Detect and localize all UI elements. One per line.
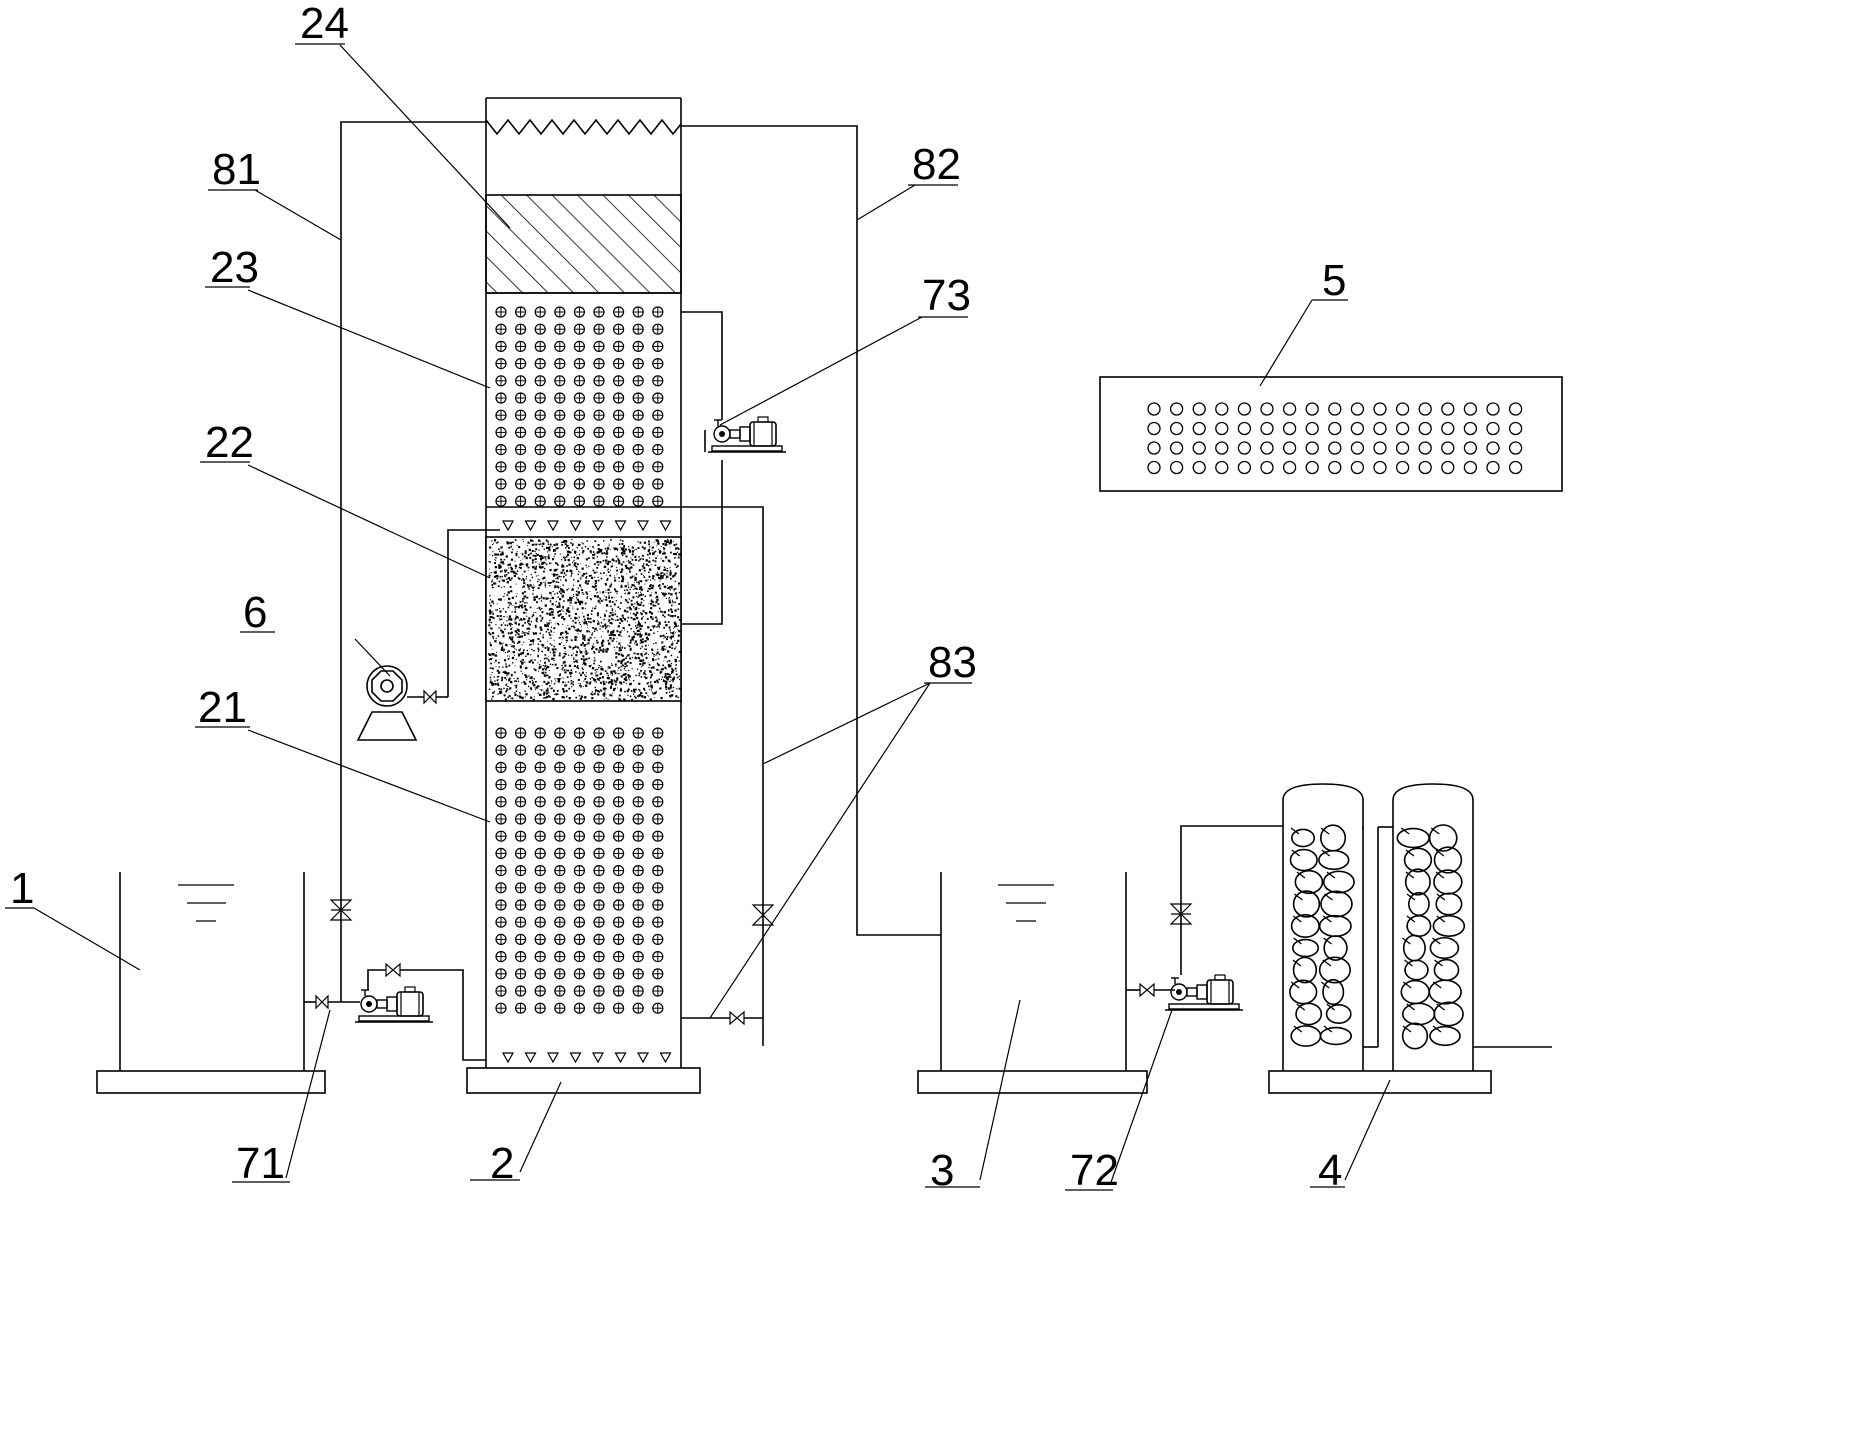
label-21: 21 bbox=[198, 683, 247, 732]
layer-23-media bbox=[495, 306, 664, 507]
pipe-83 bbox=[681, 506, 775, 1046]
label-82: 82 bbox=[912, 140, 961, 189]
label-72: 72 bbox=[1070, 1146, 1119, 1195]
reference-labels: 1 2 3 4 5 6 21 22 23 24 71 72 73 81 82 8… bbox=[10, 0, 1348, 1195]
process-flow-diagram: 1 2 3 4 5 6 21 22 23 24 71 72 73 81 82 8… bbox=[5, 0, 1563, 1195]
label-22: 22 bbox=[205, 418, 254, 467]
reactor-column-2 bbox=[466, 97, 701, 1094]
label-71: 71 bbox=[236, 1139, 285, 1188]
filter-columns-4 bbox=[1268, 783, 1552, 1094]
label-2: 2 bbox=[490, 1139, 514, 1188]
pipe-82 bbox=[681, 125, 941, 936]
tank-3 bbox=[917, 872, 1148, 1094]
panel-5 bbox=[1099, 376, 1563, 492]
label-24: 24 bbox=[300, 0, 349, 48]
label-5: 5 bbox=[1322, 256, 1346, 305]
layer-21-media bbox=[495, 727, 664, 1014]
label-83: 83 bbox=[928, 638, 977, 687]
label-1: 1 bbox=[10, 864, 34, 913]
label-73: 73 bbox=[922, 271, 971, 320]
leader-lines bbox=[5, 44, 1391, 1186]
aerator-upper bbox=[501, 520, 672, 532]
label-23: 23 bbox=[210, 243, 259, 292]
tank-1 bbox=[96, 872, 326, 1094]
label-6: 6 bbox=[243, 588, 267, 637]
pipe-73-loop bbox=[681, 311, 723, 625]
pump-73 bbox=[704, 416, 787, 453]
aerator-bottom bbox=[501, 1052, 672, 1064]
blower-6 bbox=[356, 529, 500, 741]
layer-24-packing bbox=[485, 194, 682, 294]
pipe-81 bbox=[329, 121, 486, 1002]
label-3: 3 bbox=[930, 1146, 954, 1195]
label-81: 81 bbox=[212, 145, 261, 194]
pump-71 bbox=[304, 962, 486, 1061]
label-4: 4 bbox=[1318, 1146, 1342, 1195]
pump-72 bbox=[1126, 825, 1283, 1011]
overflow-weir bbox=[485, 118, 682, 136]
